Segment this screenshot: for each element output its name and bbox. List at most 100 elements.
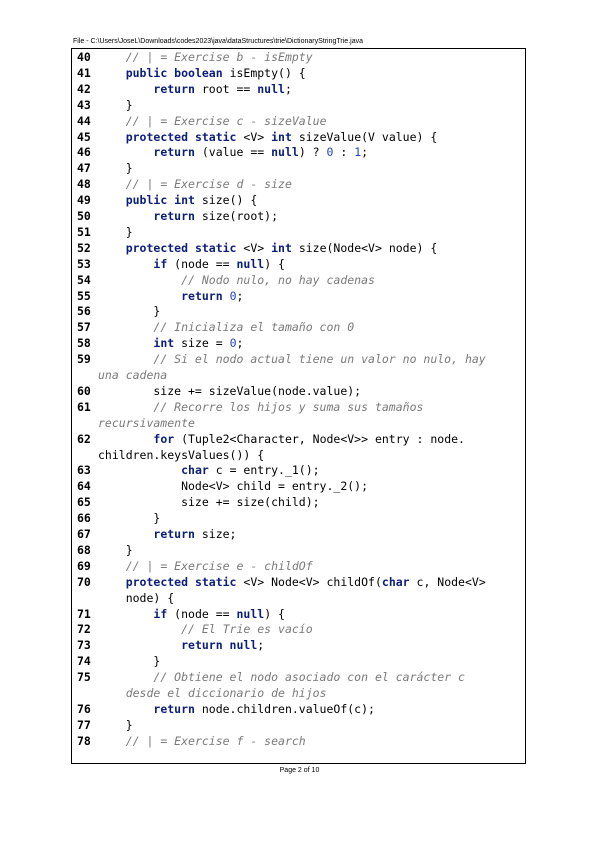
code-text: } — [98, 303, 160, 319]
code-token — [98, 670, 153, 684]
line-number: 63 — [77, 463, 91, 478]
code-token: ) ? — [298, 145, 327, 160]
code-token: node.children.valueOf(c); — [194, 701, 375, 716]
comment-token: // Inicializa el tamaño con 0 — [153, 320, 355, 335]
keyword-token: public int — [125, 193, 195, 208]
code-token: <V> — [236, 129, 272, 144]
code-text: } — [98, 224, 133, 240]
code-token: ; — [284, 81, 292, 96]
code-token: root == — [194, 81, 258, 96]
line-number: 71 — [77, 606, 91, 621]
code-token: ; — [257, 638, 265, 653]
code-token: (node == — [167, 606, 237, 621]
code-text: return 0; — [98, 288, 243, 304]
code-token: } — [98, 542, 133, 557]
line-number: 74 — [77, 654, 91, 669]
keyword-token: int — [271, 240, 292, 255]
code-token: : — [333, 145, 355, 160]
code-text: if (node == null) { — [98, 606, 285, 622]
comment-token: // | = Exercise d - size — [125, 177, 292, 192]
line-number: 49 — [77, 193, 91, 208]
code-token — [98, 320, 153, 334]
code-text: for (Tuple2<Character, Node<V>> entry : … — [98, 431, 465, 447]
line-number: 64 — [77, 479, 91, 494]
code-token: (Tuple2<Character, Node<V>> entry : node… — [174, 431, 465, 446]
code-token: isEmpty() { — [222, 65, 306, 80]
code-text: int size = 0; — [98, 335, 243, 351]
code-token — [98, 352, 153, 366]
code-text: } — [98, 653, 160, 669]
code-token: } — [98, 97, 133, 112]
code-text: return size; — [98, 526, 236, 542]
line-number: 68 — [77, 542, 91, 557]
code-token — [98, 559, 126, 573]
code-text: // Si el nodo actual tiene un valor no n… — [98, 351, 486, 367]
line-number: 43 — [77, 97, 91, 112]
code-token — [98, 114, 126, 128]
code-text: size += size(child); — [98, 494, 319, 510]
comment-token: recursivamente — [98, 415, 195, 430]
keyword-token: null — [236, 256, 265, 271]
line-number: 48 — [77, 177, 91, 192]
line-number: 56 — [77, 304, 91, 319]
code-token: size() { — [194, 193, 258, 208]
keyword-token: if — [153, 256, 168, 271]
code-token — [223, 289, 230, 303]
code-token — [98, 638, 181, 652]
code-text: // Nodo nulo, no hay cadenas — [98, 272, 375, 288]
code-token — [98, 66, 126, 80]
comment-token: // Obtiene el nodo asociado con el carác… — [153, 670, 465, 685]
page-number: Page 2 of 10 — [279, 767, 320, 774]
code-text: } — [98, 717, 133, 733]
keyword-token: return — [153, 527, 195, 541]
code-text: // | = Exercise f - search — [98, 733, 306, 749]
line-number: 46 — [77, 145, 91, 160]
code-token — [98, 702, 153, 716]
keyword-token: int — [271, 129, 292, 144]
code-token: size(root); — [194, 209, 279, 223]
code-text: size += sizeValue(node.value); — [98, 383, 361, 399]
code-token — [98, 289, 181, 303]
code-text: } — [98, 510, 160, 526]
line-number: 40 — [77, 50, 91, 64]
line-number: 70 — [77, 574, 91, 589]
keyword-token: protected static — [125, 574, 237, 589]
code-text: return root == null; — [98, 81, 292, 97]
code-token — [98, 273, 181, 287]
keyword-token: return — [181, 288, 223, 303]
code-token — [98, 527, 153, 541]
code-token — [98, 463, 181, 477]
comment-token: // Nodo nulo, no hay cadenas — [181, 272, 375, 287]
code-text: public int size() { — [98, 192, 258, 208]
code-token: } — [98, 161, 133, 176]
code-text: } — [98, 160, 133, 176]
number-token: 0 — [326, 145, 334, 160]
code-token — [98, 193, 126, 207]
line-number: 61 — [77, 399, 91, 414]
line-number: 66 — [77, 511, 91, 526]
line-number: 44 — [77, 113, 91, 128]
comment-token: // | = Exercise e - childOf — [125, 558, 313, 573]
keyword-token: for — [153, 431, 175, 446]
keyword-token: null — [271, 145, 299, 160]
code-token — [98, 209, 153, 223]
keyword-token: int — [153, 336, 175, 351]
line-number: 51 — [77, 224, 91, 239]
code-token — [98, 257, 153, 271]
line-number: 77 — [77, 717, 91, 732]
code-text: node) { — [98, 590, 174, 606]
code-text: protected static <V> int size(Node<V> no… — [98, 240, 438, 256]
code-text: children.keysValues()) { — [98, 447, 264, 463]
code-text: if (node == null) { — [98, 256, 285, 272]
code-text: char c = entry._1(); — [98, 462, 319, 478]
code-token — [98, 241, 126, 255]
keyword-token: if — [153, 606, 168, 621]
code-token — [98, 82, 153, 96]
code-token — [98, 575, 126, 589]
code-token: Node<V> child = entry._2(); — [98, 479, 369, 494]
comment-token: // Si el nodo actual tiene un valor no n… — [153, 352, 486, 367]
comment-token: // | = Exercise c - sizeValue — [125, 113, 327, 128]
code-text: public boolean isEmpty() { — [98, 65, 306, 81]
code-text: // | = Exercise b - isEmpty — [98, 49, 313, 65]
